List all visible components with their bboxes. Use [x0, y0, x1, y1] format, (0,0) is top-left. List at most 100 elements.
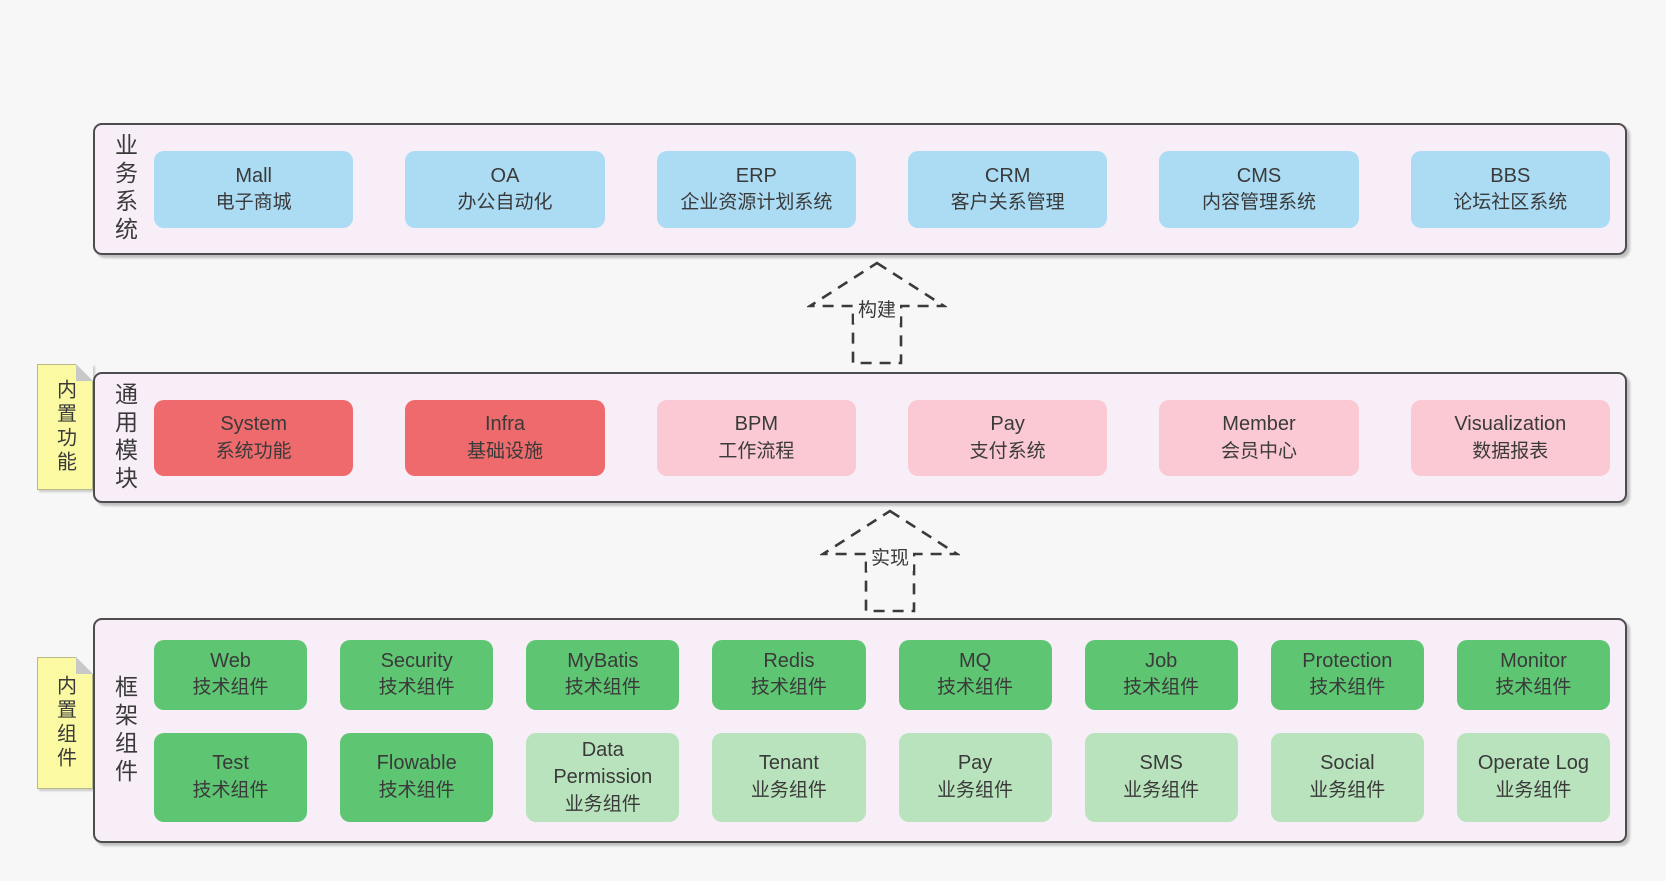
box-protection: Protection 技术组件	[1270, 640, 1424, 710]
box-member: Member 会员中心	[1159, 400, 1359, 476]
dashed-up-arrow-icon	[820, 509, 960, 613]
box-desc: 支付系统	[969, 440, 1046, 462]
box-name: Visualization	[1454, 413, 1567, 436]
box-mall: Mall 电子商城	[154, 151, 354, 228]
layer-common-modules: 通用模块 System 系统功能 Infra 基础设施 BPM 工作流程 Pay…	[93, 372, 1627, 503]
box-desc: 技术组件	[750, 677, 827, 699]
box-crm: CRM 客户关系管理	[907, 151, 1108, 228]
box-name: System	[220, 413, 287, 436]
box-job: Job 技术组件	[1084, 640, 1238, 710]
box-operate-log: Operate Log 业务组件	[1456, 732, 1610, 822]
box-bbs: BBS 论坛社区系统	[1410, 151, 1610, 228]
box-data-permission: Data Permission 业务组件	[526, 732, 680, 822]
box-infra: Infra 基础设施	[405, 400, 605, 476]
box-desc: 电子商城	[215, 192, 292, 214]
box-name: Pay	[990, 413, 1025, 436]
box-name: Security	[380, 649, 453, 672]
box-desc: 基础设施	[466, 440, 543, 462]
box-name: ERP	[735, 164, 777, 187]
sticky-note-builtin-features: 内置功能	[37, 364, 93, 490]
box-desc: 内容管理系统	[1201, 192, 1316, 214]
box-social: Social 业务组件	[1270, 732, 1424, 822]
box-name: BPM	[734, 413, 778, 436]
box-name: Test	[212, 752, 249, 775]
box-desc: 技术组件	[937, 677, 1014, 699]
box-web: Web 技术组件	[154, 640, 308, 710]
box-visualization: Visualization 数据报表	[1410, 400, 1610, 476]
box-tenant: Tenant 业务组件	[712, 732, 866, 822]
box-security: Security 技术组件	[340, 640, 494, 710]
box-flowable: Flowable 技术组件	[340, 732, 494, 822]
box-desc: 业务组件	[564, 793, 641, 815]
layer-label-common-modules: 通用模块	[111, 381, 138, 494]
box-desc: 业务组件	[937, 779, 1014, 801]
box-desc: 业务组件	[750, 779, 827, 801]
box-name: CRM	[984, 164, 1031, 187]
dashed-up-arrow-icon	[807, 261, 947, 365]
box-name: Pay	[957, 752, 993, 775]
box-desc: 技术组件	[192, 677, 269, 699]
box-name: Member	[1222, 413, 1296, 436]
box-name: OA	[490, 164, 520, 187]
box-name: Tenant	[758, 752, 819, 775]
layer-business-systems: 业务系统 Mall 电子商城 OA 办公自动化 ERP 企业资源计划系统 CRM…	[93, 123, 1627, 255]
box-name: Flowable	[376, 752, 457, 775]
box-desc: 业务组件	[1309, 779, 1386, 801]
box-name: Protection	[1302, 649, 1393, 672]
box-name: Social	[1320, 752, 1375, 775]
box-name: SMS	[1139, 752, 1183, 775]
box-name: Web	[210, 649, 251, 672]
box-oa: OA 办公自动化	[405, 151, 605, 228]
box-sms: SMS 业务组件	[1084, 732, 1238, 822]
box-monitor: Monitor 技术组件	[1456, 640, 1610, 710]
box-desc: 工作流程	[718, 440, 795, 462]
box-name: Operate Log	[1477, 752, 1590, 775]
box-erp: ERP 企业资源计划系统	[656, 151, 856, 228]
box-mybatis: MyBatis 技术组件	[526, 640, 680, 710]
box-name: CMS	[1236, 164, 1282, 187]
layer-label-business-systems: 业务系统	[111, 133, 138, 245]
business-systems-boxes: Mall 电子商城 OA 办公自动化 ERP 企业资源计划系统 CRM 客户关系…	[154, 125, 1625, 253]
box-desc: 技术组件	[1123, 677, 1200, 699]
box-desc: 业务组件	[1495, 779, 1572, 801]
common-modules-boxes: System 系统功能 Infra 基础设施 BPM 工作流程 Pay 支付系统…	[154, 374, 1625, 501]
framework-components-row-2: Test 技术组件 Flowable 技术组件 Data Permission …	[154, 732, 1610, 822]
box-desc: 技术组件	[1309, 677, 1386, 699]
build-arrow: 构建	[807, 260, 947, 366]
box-system: System 系统功能	[154, 400, 354, 476]
implement-arrow-label: 实现	[866, 542, 914, 571]
box-name: MyBatis	[567, 649, 639, 672]
box-bpm: BPM 工作流程	[656, 400, 856, 476]
layer-label-framework-components: 框架组件	[111, 674, 138, 787]
box-pay-module: Pay 支付系统	[907, 400, 1108, 476]
box-name: Monitor	[1500, 649, 1567, 672]
box-desc: 企业资源计划系统	[680, 192, 833, 214]
implement-arrow: 实现	[820, 508, 960, 614]
box-desc: 系统功能	[215, 440, 292, 462]
box-desc: 业务组件	[1123, 779, 1200, 801]
box-redis: Redis 技术组件	[712, 640, 866, 710]
box-desc: 技术组件	[192, 779, 269, 801]
box-mq: MQ 技术组件	[898, 640, 1052, 710]
sticky-note-builtin-components: 内置组件	[37, 657, 93, 789]
box-desc: 客户关系管理	[950, 192, 1065, 214]
build-arrow-label: 构建	[853, 294, 901, 323]
box-desc: 会员中心	[1220, 440, 1297, 462]
box-desc: 办公自动化	[457, 192, 553, 214]
box-desc: 数据报表	[1472, 440, 1549, 462]
box-name: Infra	[484, 413, 525, 436]
box-desc: 论坛社区系统	[1453, 192, 1568, 214]
framework-components-boxes: Web 技术组件 Security 技术组件 MyBatis 技术组件 Redi…	[154, 620, 1625, 841]
box-pay-component: Pay 业务组件	[898, 732, 1052, 822]
box-name: Redis	[763, 649, 815, 672]
box-desc: 技术组件	[1495, 677, 1572, 699]
box-name: Data Permission	[553, 738, 653, 789]
box-name: MQ	[958, 649, 992, 672]
box-desc: 技术组件	[378, 677, 455, 699]
box-desc: 技术组件	[378, 779, 455, 801]
box-name: Mall	[235, 164, 272, 187]
framework-components-row-1: Web 技术组件 Security 技术组件 MyBatis 技术组件 Redi…	[154, 640, 1610, 710]
box-cms: CMS 内容管理系统	[1159, 151, 1359, 228]
box-name: BBS	[1490, 164, 1531, 187]
